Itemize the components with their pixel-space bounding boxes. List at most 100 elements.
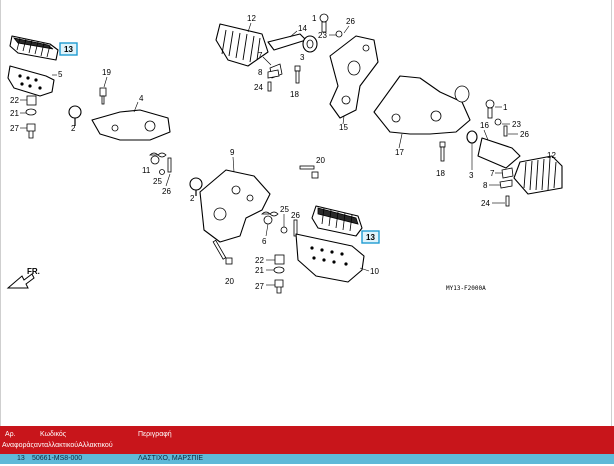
callout-7-top: 7 — [258, 51, 263, 60]
callout-26-top: 26 — [346, 17, 355, 26]
part-20-top-bolt[interactable] — [299, 165, 319, 179]
part-26-center[interactable] — [293, 219, 298, 237]
callout-13-center[interactable]: 13 — [366, 233, 375, 242]
part-24-top[interactable] — [267, 81, 272, 92]
spring-6[interactable] — [261, 211, 279, 225]
callout-15: 15 — [339, 123, 348, 132]
callout-26-center: 26 — [291, 211, 300, 220]
part-21-center[interactable] — [273, 266, 285, 274]
callout-13-left-box[interactable] — [59, 42, 78, 56]
callout-12: 12 — [247, 14, 256, 23]
part-23-right[interactable] — [494, 118, 502, 126]
header-ref: Αρ. — [5, 431, 16, 438]
row-description: ΛΑΣΤΙΧΟ, ΜΑΡΣΠΙΕ — [138, 455, 204, 462]
callout-20-bottom: 20 — [225, 277, 234, 286]
washer-3-right[interactable] — [466, 130, 478, 144]
table-header: Αρ. ΑναφοράςανταλλακτικούΑλλακτικού Κωδι… — [0, 426, 614, 454]
callout-4: 4 — [139, 94, 144, 103]
footpeg-rubber-left[interactable] — [9, 35, 59, 61]
part-8-right[interactable] — [499, 179, 513, 189]
callout-25-left: 25 — [153, 177, 162, 186]
callout-27: 27 — [10, 124, 19, 133]
callout-12-right: 12 — [547, 151, 556, 160]
part-22[interactable] — [26, 95, 37, 106]
callout-7-right: 7 — [490, 169, 495, 178]
bracket-17[interactable] — [373, 75, 471, 135]
callout-26-left: 26 — [162, 187, 171, 196]
callout-21: 21 — [10, 109, 19, 118]
part-8-top[interactable] — [267, 69, 280, 79]
footpeg-left[interactable] — [7, 65, 55, 97]
callout-2-center: 2 — [190, 194, 195, 203]
callout-10: 10 — [370, 267, 379, 276]
part-19-bolt[interactable] — [99, 87, 107, 105]
callout-27-center: 27 — [255, 282, 264, 291]
header-ref-subtitle: ΑναφοράςανταλλακτικούΑλλακτικού — [2, 442, 113, 449]
callout-8-right: 8 — [483, 181, 488, 190]
diagram-drawing: 13 5 22 21 27 2 19 — [6, 13, 563, 294]
part-18-top[interactable] — [294, 65, 301, 84]
callout-13-center-box[interactable] — [361, 230, 380, 244]
callout-17: 17 — [395, 148, 404, 157]
footpeg-center[interactable] — [295, 233, 365, 283]
header-description: Περιγραφή — [138, 431, 172, 438]
callout-3-right: 3 — [469, 171, 474, 180]
callout-5: 5 — [58, 70, 63, 79]
callout-19: 19 — [102, 68, 111, 77]
part-23-top[interactable] — [335, 30, 343, 38]
part-27-center[interactable] — [274, 279, 284, 294]
callout-16: 16 — [480, 121, 489, 130]
part-20-bottom-bolt[interactable] — [212, 239, 233, 265]
footpeg-rubber-top[interactable] — [215, 23, 269, 67]
part-22-center[interactable] — [274, 254, 285, 265]
callout-24-top: 24 — [254, 83, 263, 92]
callout-18-right: 18 — [436, 169, 445, 178]
parts-exploded-diagram: 13 5 22 21 27 2 19 — [0, 0, 614, 426]
part-26-left[interactable] — [167, 157, 172, 173]
table-row[interactable]: 13 50661-MS8-000 ΛΑΣΤΙΧΟ, ΜΑΡΣΠΙΕ — [0, 454, 614, 464]
direction-label: FR. — [27, 267, 40, 276]
callout-24-right: 24 — [481, 199, 490, 208]
part-27[interactable] — [26, 123, 36, 139]
part-25-center[interactable] — [280, 226, 288, 234]
callout-9: 9 — [230, 148, 235, 157]
callout-26-right: 26 — [520, 130, 529, 139]
header-code: Κωδικός — [40, 431, 67, 438]
part-25-left[interactable] — [159, 169, 165, 175]
part-7-right[interactable] — [501, 167, 514, 179]
pipe-14[interactable] — [267, 33, 307, 51]
bracket-15[interactable] — [329, 35, 379, 119]
diagram-border-left — [0, 0, 1, 426]
drawing-code: MY13-F2000A — [446, 285, 486, 292]
spring-11[interactable] — [149, 152, 167, 165]
callout-18-top: 18 — [290, 90, 299, 99]
footpeg-rubber-right[interactable] — [513, 155, 563, 195]
part-26-right[interactable] — [503, 125, 508, 137]
parts-table: Αρ. ΑναφοράςανταλλακτικούΑλλακτικού Κωδι… — [0, 426, 614, 466]
footpeg-rubber-center[interactable] — [311, 205, 363, 237]
part-2-pin[interactable] — [68, 105, 82, 126]
callout-3: 3 — [300, 53, 305, 62]
part-1-right-bolt[interactable] — [485, 99, 495, 119]
row-ref: 13 — [17, 455, 25, 462]
part-21[interactable] — [25, 108, 37, 116]
callout-1-right: 1 — [503, 103, 508, 112]
part-1-top-bolt[interactable] — [319, 13, 329, 33]
row-code: 50661-MS8-000 — [32, 455, 83, 462]
callout-11: 11 — [142, 166, 151, 175]
callout-23-right: 23 — [512, 120, 521, 129]
part-18-right[interactable] — [439, 141, 446, 162]
front-direction-icon — [6, 273, 35, 289]
bracket-9[interactable] — [199, 169, 271, 243]
callout-13-left[interactable]: 13 — [64, 45, 73, 54]
pipe-16[interactable] — [477, 137, 521, 169]
part-24-right[interactable] — [505, 195, 510, 207]
bracket-4[interactable] — [91, 109, 171, 141]
diagram-border-right — [611, 0, 612, 426]
part-2-center-pin[interactable] — [189, 177, 203, 196]
callout-23-top: 23 — [318, 31, 327, 40]
callout-22-center: 22 — [255, 256, 264, 265]
callout-2: 2 — [71, 124, 76, 133]
callout-6: 6 — [262, 237, 267, 246]
callout-20-top: 20 — [316, 156, 325, 165]
